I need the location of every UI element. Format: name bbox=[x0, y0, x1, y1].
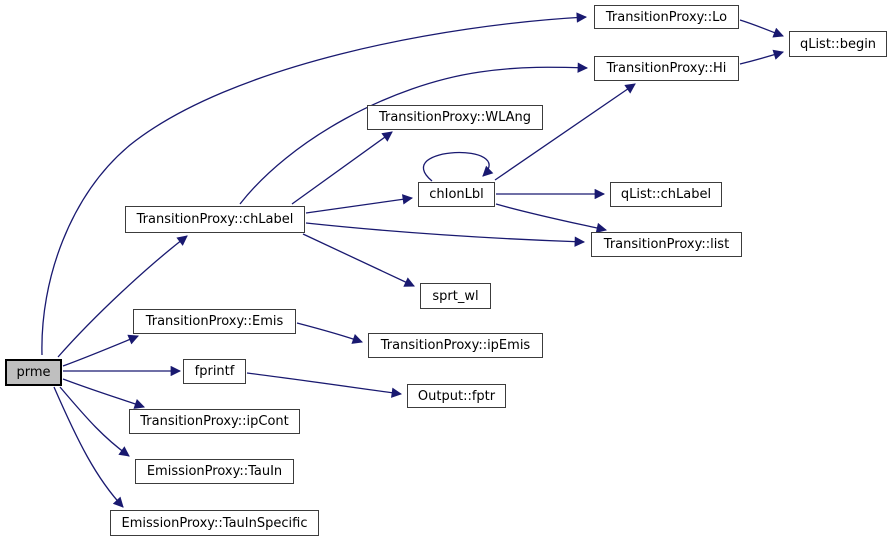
edge-fprintf-to-output-fptr bbox=[246, 372, 403, 398]
node-transitionproxy-wlang[interactable]: TransitionProxy::WLAng bbox=[367, 105, 543, 130]
edge-prme-to-transitionproxy-chlabel bbox=[57, 235, 188, 358]
edge-transitionproxy-hi-to-qlist-begin bbox=[739, 49, 784, 65]
edge-prme-to-emissionproxy-tauinspecific bbox=[53, 386, 124, 508]
edge-transitionproxy-chlabel-to-sprt-wl bbox=[302, 233, 415, 287]
node-transitionproxy-ipcont[interactable]: TransitionProxy::ipCont bbox=[129, 409, 300, 434]
edge-chionlbl-self-loop bbox=[422, 151, 494, 182]
edge-prme-to-transitionproxy-ipcont bbox=[62, 378, 145, 409]
edge-chionlbl-to-transitionproxy-list bbox=[495, 203, 608, 234]
node-fprintf[interactable]: fprintf bbox=[183, 359, 246, 384]
edge-transitionproxy-emis-to-transitionproxy-ipemis bbox=[296, 322, 363, 344]
node-chionlbl[interactable]: chIonLbl bbox=[418, 182, 495, 207]
edge-prme-to-emissionproxy-tauin bbox=[59, 386, 130, 457]
edge-prme-to-transitionproxy-emis bbox=[62, 334, 139, 367]
node-transitionproxy-lo[interactable]: TransitionProxy::Lo bbox=[594, 5, 739, 29]
node-prme[interactable]: prme bbox=[5, 359, 62, 386]
edge-prme-to-transitionproxy-lo bbox=[41, 12, 588, 356]
edge-chionlbl-to-transitionproxy-hi bbox=[494, 83, 636, 181]
node-transitionproxy-ipemis[interactable]: TransitionProxy::ipEmis bbox=[368, 333, 543, 358]
edge-transitionproxy-chlabel-to-transitionproxy-hi bbox=[239, 62, 589, 205]
node-transitionproxy-chlabel[interactable]: TransitionProxy::chLabel bbox=[125, 206, 305, 233]
node-transitionproxy-emis[interactable]: TransitionProxy::Emis bbox=[133, 309, 296, 334]
node-qlist-chlabel[interactable]: qList::chLabel bbox=[610, 182, 722, 207]
node-transitionproxy-list[interactable]: TransitionProxy::list bbox=[591, 232, 742, 257]
edge-transitionproxy-lo-to-qlist-begin bbox=[739, 19, 784, 38]
node-emissionproxy-tauinspecific[interactable]: EmissionProxy::TauInSpecific bbox=[110, 510, 319, 536]
node-qlist-begin[interactable]: qList::begin bbox=[789, 31, 887, 57]
node-output-fptr[interactable]: Output::fptr bbox=[407, 384, 506, 408]
edge-transitionproxy-chlabel-to-chionlbl bbox=[305, 194, 414, 214]
node-transitionproxy-hi[interactable]: TransitionProxy::Hi bbox=[594, 56, 739, 81]
edge-transitionproxy-chlabel-to-transitionproxy-list bbox=[305, 222, 586, 247]
edge-transitionproxy-chlabel-to-transitionproxy-wlang bbox=[291, 131, 393, 205]
node-emissionproxy-tauin[interactable]: EmissionProxy::TauIn bbox=[135, 459, 294, 484]
node-sprt-wl[interactable]: sprt_wl bbox=[420, 283, 491, 309]
